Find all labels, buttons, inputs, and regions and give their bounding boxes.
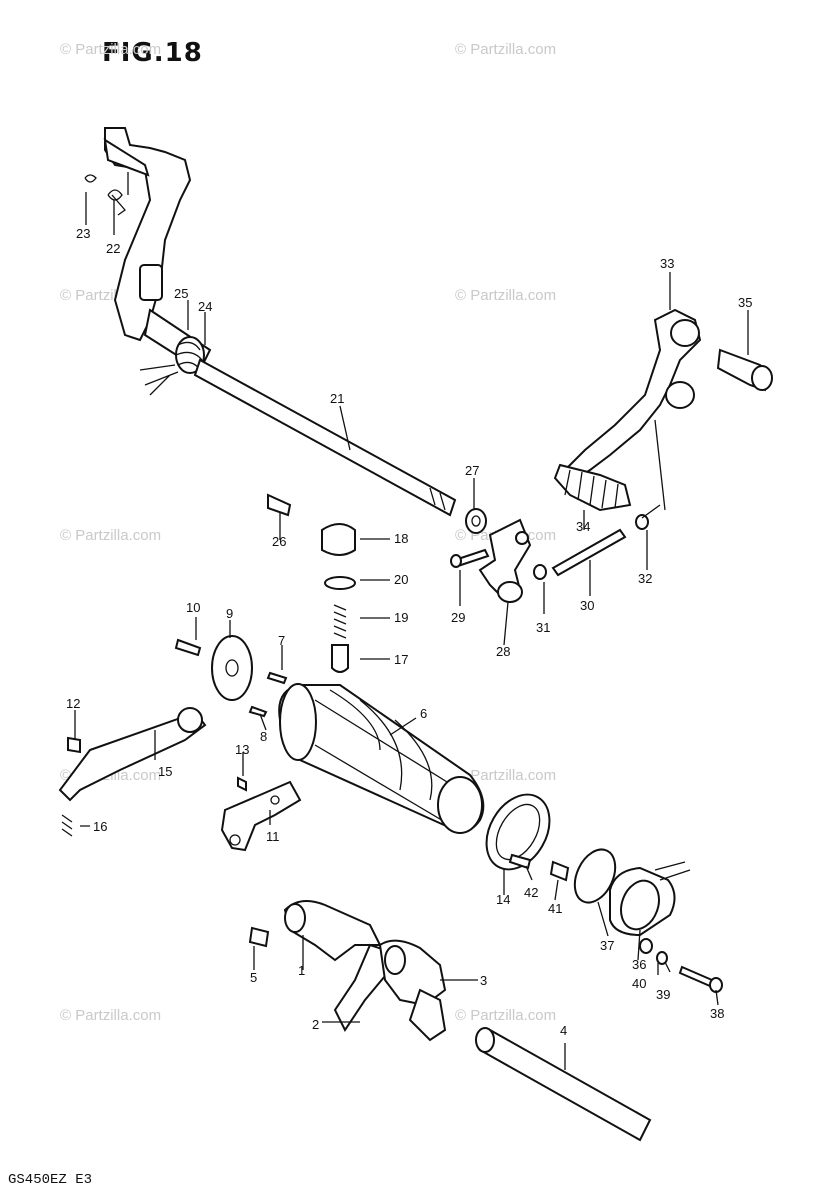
gear-position-switch xyxy=(573,848,723,993)
cam-guide-plate xyxy=(220,776,302,852)
callout-7: 7 xyxy=(278,633,285,648)
watermark: © Partzilla.com xyxy=(455,287,556,304)
callout-20: 20 xyxy=(394,572,408,587)
callout-10: 10 xyxy=(186,600,200,615)
gear-position-plug xyxy=(321,523,356,673)
watermark: © Partzilla.com xyxy=(60,527,161,544)
cam-bearing xyxy=(485,793,570,882)
callout-17: 17 xyxy=(394,652,408,667)
callout-8: 8 xyxy=(260,729,267,744)
callout-6: 6 xyxy=(420,706,427,721)
callout-38: 38 xyxy=(710,1006,724,1021)
watermark: © Partzilla.com xyxy=(455,41,556,58)
callout-33: 33 xyxy=(660,256,674,271)
callout-13: 13 xyxy=(235,742,249,757)
watermark: © Partzilla.com xyxy=(455,767,556,784)
callout-15: 15 xyxy=(158,764,172,779)
gearshift-shaft-assembly xyxy=(103,127,487,534)
callout-14: 14 xyxy=(496,892,510,907)
cam-stopper-plate xyxy=(174,635,288,718)
callout-12: 12 xyxy=(66,696,80,711)
callout-23: 23 xyxy=(76,226,90,241)
watermarks: © Partzilla.com © Partzilla.com © Partzi… xyxy=(60,41,556,1024)
callout-18: 18 xyxy=(394,531,408,546)
callout-24: 24 xyxy=(198,299,212,314)
callout-29: 29 xyxy=(451,610,465,625)
callout-16: 16 xyxy=(93,819,107,834)
callout-35: 35 xyxy=(738,295,752,310)
watermark: © Partzilla.com xyxy=(455,1007,556,1024)
callout-5: 5 xyxy=(250,970,257,985)
link-rod-end xyxy=(267,493,532,603)
callout-39: 39 xyxy=(656,987,670,1002)
callout-27: 27 xyxy=(465,463,479,478)
shift-forks xyxy=(248,900,652,1142)
return-spring-and-clip xyxy=(84,174,126,216)
callout-25: 25 xyxy=(174,286,188,301)
callout-19: 19 xyxy=(394,610,408,625)
figure-title: FIG.18 xyxy=(102,38,203,68)
callout-40: 40 xyxy=(632,976,646,991)
callout-9: 9 xyxy=(226,606,233,621)
callout-4: 4 xyxy=(560,1023,567,1038)
model-code: GS450EZ E3 xyxy=(8,1172,93,1188)
watermark: © Partzilla.com xyxy=(60,1007,161,1024)
callout-28: 28 xyxy=(496,644,510,659)
callout-22: 22 xyxy=(106,241,120,256)
callout-32: 32 xyxy=(638,571,652,586)
leader-lines xyxy=(74,172,749,1070)
callout-37: 37 xyxy=(600,938,614,953)
callout-11: 11 xyxy=(266,829,280,844)
shift-pedal xyxy=(533,308,773,580)
gearshift-cam xyxy=(278,683,485,834)
callout-26: 26 xyxy=(272,534,286,549)
callout-34: 34 xyxy=(576,519,590,534)
callout-42: 42 xyxy=(524,885,538,900)
callout-21: 21 xyxy=(330,391,344,406)
callout-3: 3 xyxy=(480,973,487,988)
callout-2: 2 xyxy=(312,1017,319,1032)
cam-stopper-arm xyxy=(58,707,207,837)
callout-41: 41 xyxy=(548,901,562,916)
callout-labels: 1 2 3 4 5 6 7 8 9 10 11 12 13 14 15 16 1… xyxy=(66,226,752,1038)
callout-31: 31 xyxy=(536,620,550,635)
callout-30: 30 xyxy=(580,598,594,613)
callout-1: 1 xyxy=(298,963,305,978)
watermark: © Partzilla.com xyxy=(60,41,161,58)
callout-36: 36 xyxy=(632,957,646,972)
